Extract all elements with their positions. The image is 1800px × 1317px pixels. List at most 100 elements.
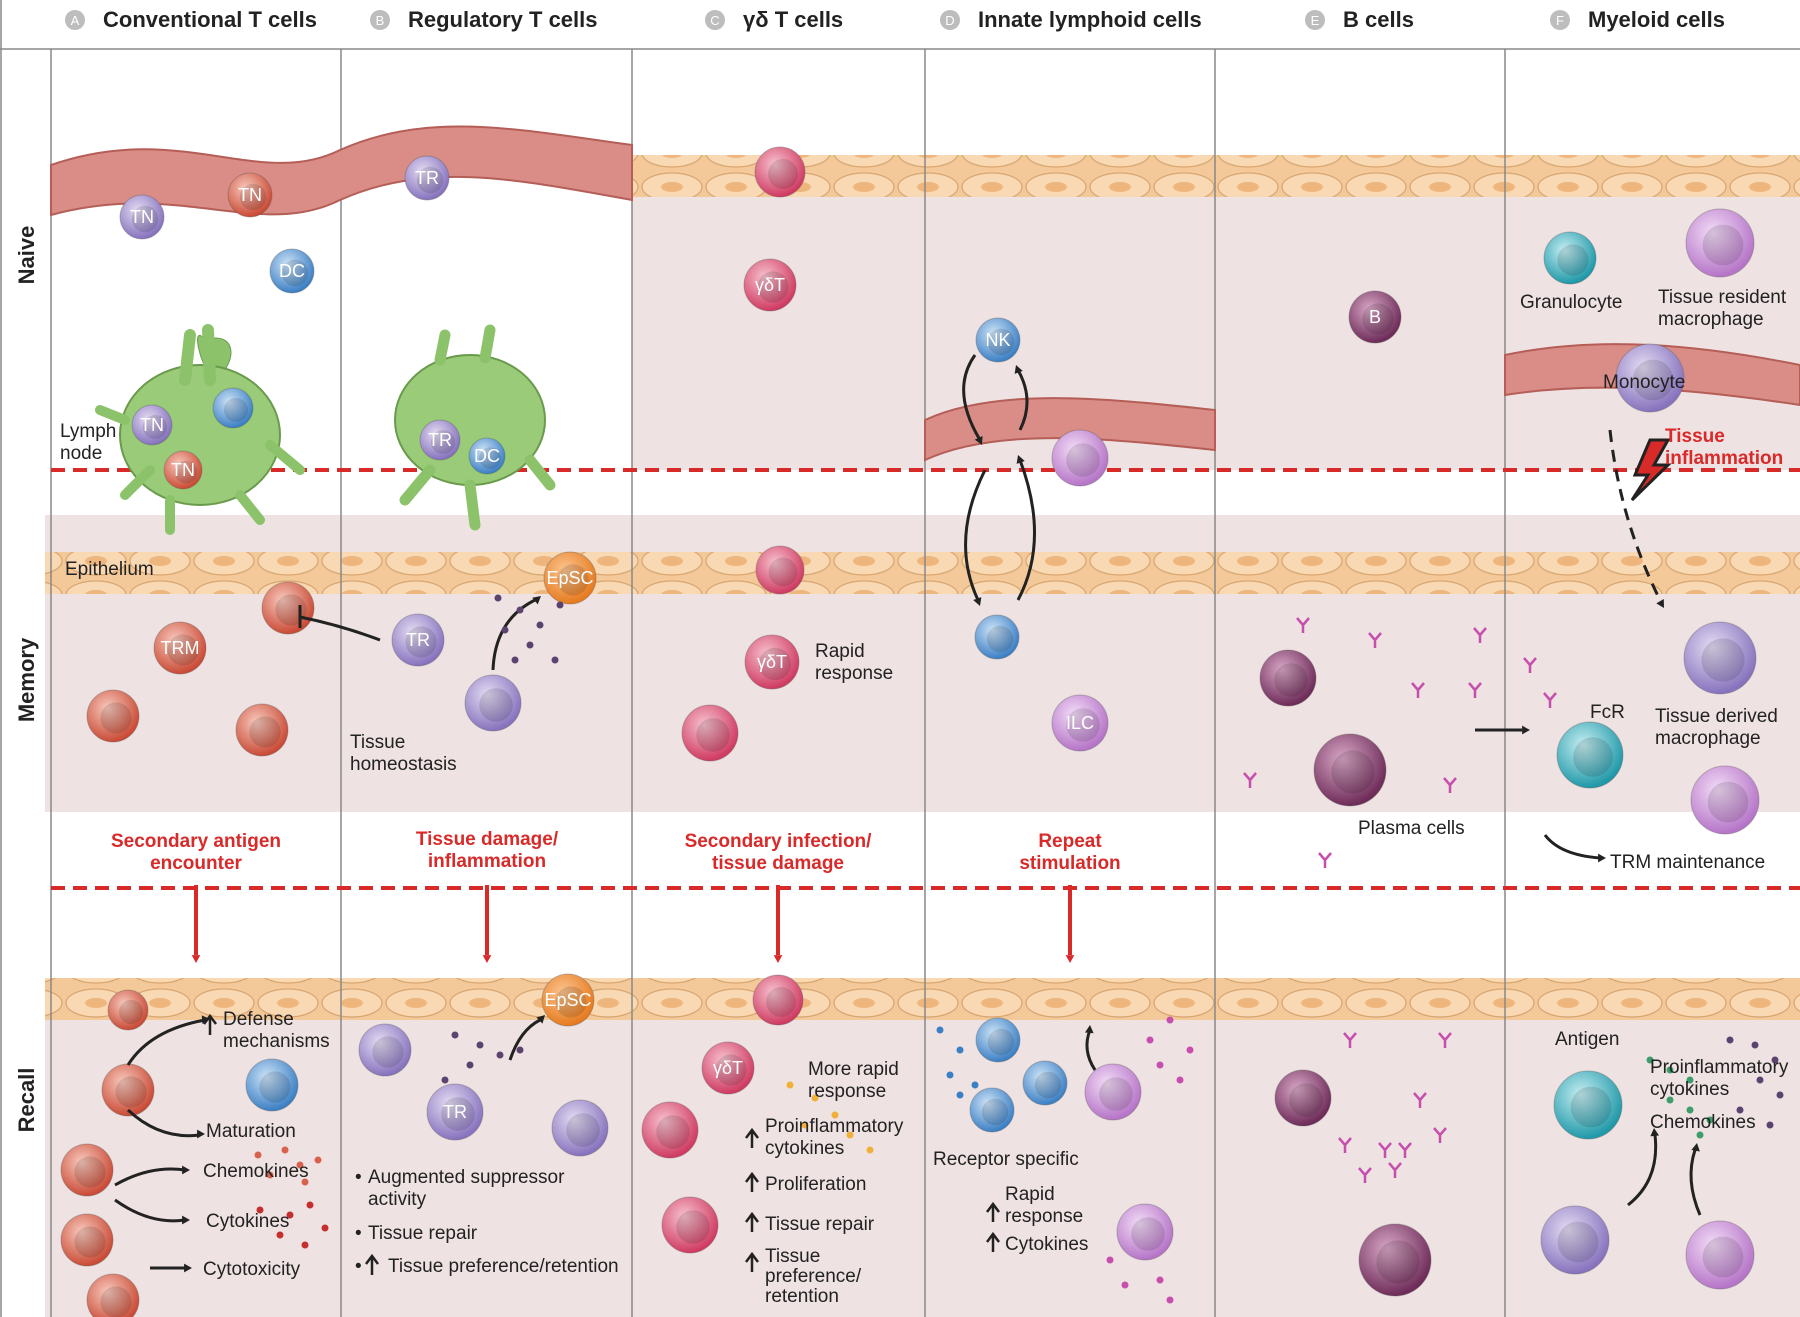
gdt-cell-recall: γδT: [701, 1041, 755, 1095]
cell-red-6: [60, 1213, 114, 1267]
macrophage-recall-2: [1685, 1220, 1755, 1290]
header-letter: E: [1311, 13, 1320, 28]
svg-text:activity: activity: [368, 1189, 427, 1210]
svg-text:Defense: Defense: [223, 1009, 294, 1030]
svg-text:cytokines: cytokines: [1650, 1079, 1729, 1100]
label-proliferation: Proliferation: [765, 1174, 866, 1195]
trigger-arrowhead-2: [773, 955, 783, 963]
tn-cell-node-1: TN: [131, 404, 173, 446]
header-title: Regulatory T cells: [408, 7, 598, 32]
header-title: Myeloid cells: [1588, 7, 1725, 32]
h-maturation: [197, 1129, 205, 1139]
arrow-monocyte-dashed: [1608, 429, 1662, 601]
up-arrow-icon: [745, 1127, 759, 1148]
bullet-2: •: [355, 1223, 362, 1244]
header-letter-badge: [705, 10, 725, 30]
label-tissue-repair-b: Tissue repair: [368, 1223, 478, 1244]
arrow-cytokines-f2: [1689, 1149, 1702, 1216]
nk-cell-naive-label: NK: [985, 330, 1010, 350]
arrow-cytokines: [114, 1198, 186, 1223]
antibody-3: [1411, 682, 1425, 698]
antibody-7: [1318, 852, 1332, 868]
gdt-cell-memory-2: [681, 704, 739, 762]
header-letter-badge: [1550, 10, 1570, 30]
label-tissue-preference-retention: Tissue preference/retention: [388, 1256, 619, 1277]
row-label-recall: Recall: [14, 1068, 39, 1133]
chemokine-dots-a: [254, 1146, 322, 1186]
svg-text:response: response: [1005, 1206, 1083, 1227]
svg-text:Proinflammatory: Proinflammatory: [765, 1116, 904, 1137]
trm-cell: TRM: [153, 621, 207, 675]
antibody-8: [1343, 1032, 1357, 1048]
b-cell-naive-label: B: [1369, 307, 1381, 327]
svg-text:cytokines: cytokines: [765, 1138, 844, 1159]
antibody-2: [1473, 627, 1487, 643]
gdt-cell-epi-memory: [755, 545, 805, 595]
monocyte-cell: [1615, 343, 1685, 413]
bullet-1: •: [355, 1167, 362, 1188]
svg-text:Tissue resident: Tissue resident: [1658, 287, 1787, 308]
antibody-6: [1443, 777, 1457, 793]
label-cytokines-ilc: Cytokines: [1005, 1234, 1088, 1255]
receptor-dots-d: [936, 1026, 979, 1099]
header-letter-badge: [940, 10, 960, 30]
label-epithelium: Epithelium: [65, 559, 154, 580]
tn-cell-node-2: TN: [163, 450, 203, 490]
tn-cell-blood-1: TN: [119, 194, 165, 240]
label-monocyte: Monocyte: [1603, 372, 1685, 393]
epithelium-naive: [632, 155, 1800, 197]
label-receptor-specific: Receptor specific: [933, 1149, 1079, 1170]
gdt-cell-memory-label: γδT: [757, 652, 787, 672]
svg-text:Rapid: Rapid: [815, 641, 865, 662]
label-tissue-repair-c: Tissue repair: [765, 1214, 875, 1235]
header-title: B cells: [1343, 7, 1414, 32]
arrow-ilc-up-2: [1016, 369, 1029, 431]
gdt-cell-recall-2: [641, 1101, 699, 1159]
cell-red-7: [86, 1273, 140, 1317]
tr-cell-recall-2: TR: [426, 1083, 484, 1141]
h-mono: [1656, 599, 1664, 608]
svg-text:Tissue: Tissue: [765, 1246, 820, 1267]
epsc-cell-recall-label: EpSC: [544, 990, 591, 1010]
cytokine-dots-f: [1726, 1036, 1784, 1129]
header-letter: D: [945, 13, 954, 28]
dc-cell-a-label: DC: [279, 261, 305, 281]
svg-text:mechanisms: mechanisms: [223, 1031, 330, 1052]
antibody-16: [1388, 1162, 1402, 1178]
antibody-12: [1378, 1142, 1392, 1158]
antibody-4: [1468, 682, 1482, 698]
arrow-epsc-recall: [508, 1018, 541, 1061]
antibody-0: [1296, 617, 1310, 633]
header-letter: F: [1556, 13, 1564, 28]
trigger-arrowhead-1: [482, 955, 492, 963]
svg-text:inflammation: inflammation: [1665, 448, 1783, 469]
svg-text:Proinflammatory: Proinflammatory: [1650, 1057, 1789, 1078]
header-letter: C: [710, 13, 719, 28]
cell-red-3: [235, 703, 289, 757]
tr-cell-recall-3: [551, 1099, 609, 1157]
trigger-tissue-damage: Tissue damage/inflammation: [416, 829, 559, 872]
svg-text:macrophage: macrophage: [1655, 728, 1761, 749]
label-maturation: Maturation: [206, 1121, 296, 1142]
svg-text:response: response: [808, 1081, 886, 1102]
label-antigen: Antigen: [1555, 1029, 1619, 1050]
antibody-1: [1368, 632, 1382, 648]
cell-red-5: [60, 1143, 114, 1197]
h-f2: [1691, 1143, 1700, 1152]
arrow-nk-down-2: [964, 469, 987, 601]
row-label-naive: Naive: [14, 226, 39, 285]
trigger-secondary-infection: Secondary infection/tissue damage: [685, 831, 873, 874]
label-fcr: FcR: [1590, 702, 1625, 723]
secretion-dots-b-memory: [494, 594, 564, 664]
tr-cell-recall-2-label: TR: [443, 1102, 467, 1122]
nk-cell-recall-1: [975, 1017, 1021, 1063]
h-cyt: [182, 1215, 190, 1225]
svg-text:response: response: [815, 663, 893, 684]
antibody-9: [1438, 1032, 1452, 1048]
